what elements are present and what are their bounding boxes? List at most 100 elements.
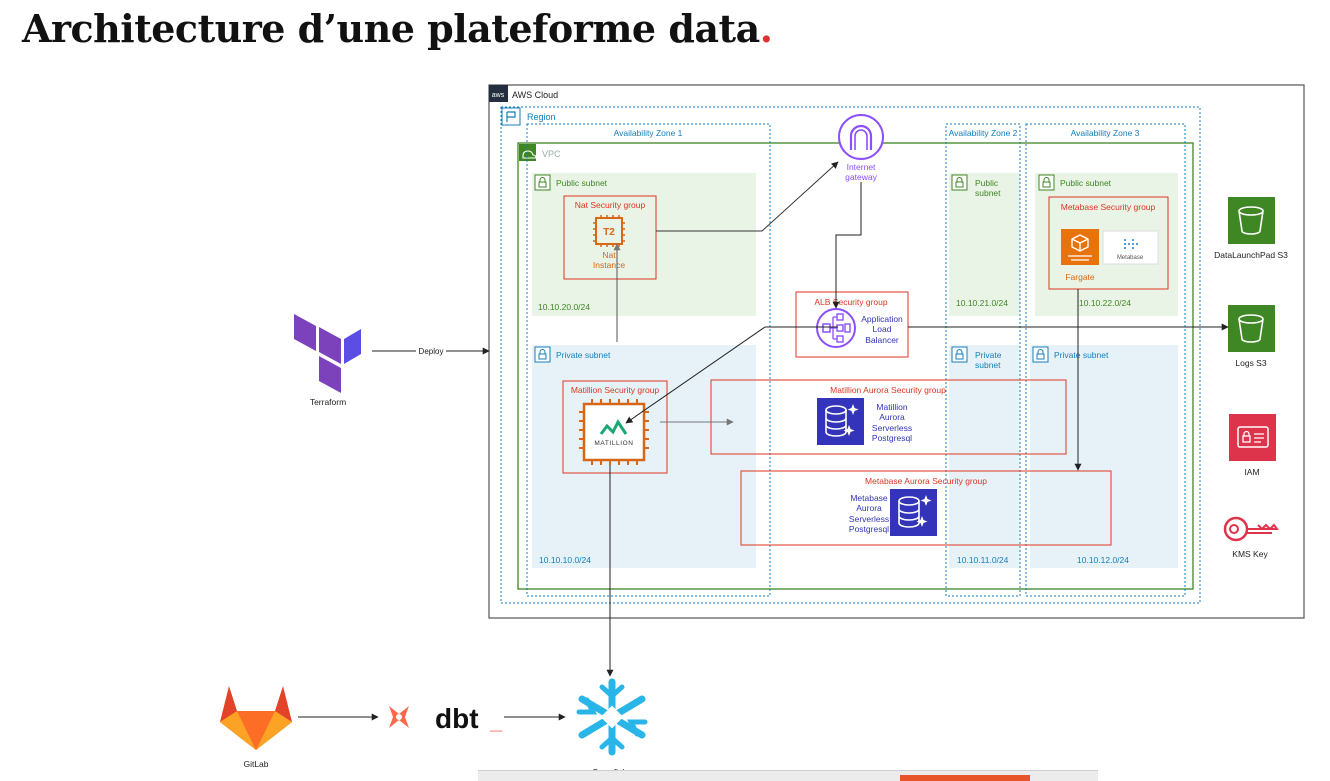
- deploy-label-bg: [416, 346, 446, 356]
- gitlab-logo-icon: [220, 686, 292, 750]
- internet-gateway-icon: [838, 114, 884, 160]
- private-subnet-az2: [949, 345, 1020, 568]
- az3-label: Availability Zone 3: [1071, 128, 1140, 138]
- matillion-aurora-sg-label: Matillion Aurora Security group: [830, 385, 946, 395]
- alb-label-3: Balancer: [865, 335, 899, 345]
- s3-bucket-icon: [1228, 197, 1275, 244]
- page-title-text: Architecture d’une plateforme data: [22, 6, 760, 51]
- igw-label-1: Internet: [847, 162, 876, 172]
- matillion-aurora-label-3: Serverless: [872, 423, 912, 433]
- matillion-aurora-label-1: Matillion: [876, 402, 907, 412]
- kms-label: KMS Key: [1232, 549, 1268, 559]
- aws-cloud-label: AWS Cloud: [512, 90, 558, 100]
- matillion-aurora-security-group: [710, 379, 1067, 455]
- cidr-public-az1: 10.10.20.0/24: [538, 302, 590, 312]
- nat-to-igw-connector: [656, 161, 839, 232]
- terraform-logo-icon: [294, 314, 361, 393]
- deploy-label: Deploy: [419, 347, 444, 356]
- matillion-sg-label: Matillion Security group: [571, 385, 660, 395]
- fargate-label: Fargate: [1065, 272, 1095, 282]
- aurora-database-icon: [817, 398, 864, 445]
- public-subnet-az3-label: Public subnet: [1060, 178, 1112, 188]
- az1-label: Availability Zone 1: [614, 128, 683, 138]
- nat-label-2: Instance: [593, 260, 625, 270]
- metabase-aurora-label-4: Postgresql: [849, 524, 889, 534]
- metabase-aurora-label-2: Aurora: [856, 503, 882, 513]
- private-subnet-az2-label-2: subnet: [975, 360, 1001, 370]
- metabase-aurora-label-1: Metabase: [850, 493, 888, 503]
- cidr-public-az2: 10.10.21.0/24: [956, 298, 1008, 308]
- cidr-private-az3: 10.10.12.0/24: [1077, 555, 1129, 565]
- lock-icon: [534, 174, 551, 191]
- aws-badge: aws: [492, 92, 505, 99]
- matillion-ec2-icon: [579, 399, 649, 465]
- nat-security-group: [563, 195, 657, 280]
- alb-label-1: Application: [861, 314, 903, 324]
- region-group: Region: [500, 106, 1201, 604]
- iam-label: IAM: [1244, 467, 1259, 477]
- dbt-logo-icon: [389, 706, 409, 728]
- dbt-underscore: _: [489, 709, 503, 734]
- page-title: Architecture d’une plateforme data.: [22, 6, 773, 51]
- private-subnet-az1-label: Private subnet: [556, 350, 611, 360]
- lock-icon: [1032, 346, 1049, 363]
- fargate-icon: [1061, 229, 1099, 265]
- kms-key-icon: [1223, 516, 1279, 542]
- az2-label: Availability Zone 2: [949, 128, 1018, 138]
- public-subnet-az1-label: Public subnet: [556, 178, 608, 188]
- ec2-chip-icon: [593, 215, 625, 247]
- availability-zone-2: [945, 123, 1021, 597]
- region-label: Region: [527, 112, 556, 122]
- bottom-toolbar: [478, 770, 1098, 781]
- matillion-security-group: [562, 380, 668, 474]
- lock-icon: [534, 346, 551, 363]
- alb-to-matillion-connector: [625, 326, 838, 424]
- alb-label-2: Load: [873, 324, 892, 334]
- s3-bucket-icon: [1228, 305, 1275, 352]
- metabase-sg-label: Metabase Security group: [1061, 202, 1156, 212]
- bottom-action-button[interactable]: [900, 775, 1030, 781]
- alb-sg-label: ALB Security group: [814, 297, 888, 307]
- public-subnet-az2-label-1: Public: [975, 178, 999, 188]
- vpc-label: VPC: [542, 149, 561, 159]
- s3-logs-label: Logs S3: [1235, 358, 1266, 368]
- igw-to-alb-connector: [832, 182, 862, 309]
- page-title-dot: .: [759, 6, 773, 51]
- matillion-aurora-label-4: Postgresql: [872, 433, 912, 443]
- public-subnet-az2-label-2: subnet: [975, 188, 1001, 198]
- lock-icon: [1038, 174, 1055, 191]
- public-subnet-az1: [532, 173, 756, 316]
- metabase-logo-label: Metabase: [1117, 255, 1144, 261]
- nat-label-1: Nat: [602, 250, 616, 260]
- nat-chip-label: T2: [603, 227, 615, 238]
- s3-datalaunchpad-label: DataLaunchPad S3: [1214, 250, 1288, 260]
- aws-cloud-icon: [489, 85, 508, 102]
- metabase-aurora-security-group: [740, 470, 1112, 546]
- iam-icon: [1229, 414, 1276, 461]
- cidr-private-az2: 10.10.11.0/24: [957, 555, 1009, 565]
- terraform-label: Terraform: [310, 397, 346, 407]
- private-subnet-az3-label: Private subnet: [1054, 350, 1109, 360]
- lock-icon: [951, 174, 968, 191]
- cidr-public-az3: 10.10.22.0/24: [1079, 298, 1131, 308]
- private-subnet-az2-label-1: Private: [975, 350, 1002, 360]
- metabase-aurora-label-3: Serverless: [849, 514, 889, 524]
- load-balancer-icon: [816, 308, 856, 348]
- matillion-logo-label: MATILLION: [594, 440, 633, 447]
- metabase-aurora-sg-label: Metabase Aurora Security group: [865, 476, 987, 486]
- metabase-security-group: [1048, 196, 1169, 290]
- metabase-logo-icon: [1102, 230, 1159, 265]
- dbt-label: dbt: [435, 703, 479, 734]
- cidr-private-az1: 10.10.10.0/24: [539, 555, 591, 565]
- private-subnet-az3: [1030, 345, 1178, 568]
- availability-zone-3: [1025, 123, 1186, 597]
- availability-zone-1: [526, 123, 771, 597]
- nat-sg-label: Nat Security group: [575, 200, 646, 210]
- public-subnet-az2: [949, 173, 1020, 316]
- aurora-database-icon: [890, 489, 937, 536]
- lock-icon: [951, 346, 968, 363]
- igw-label-2: gateway: [845, 172, 877, 182]
- gitlab-label: GitLab: [243, 759, 268, 769]
- matillion-aurora-label-2: Aurora: [879, 412, 905, 422]
